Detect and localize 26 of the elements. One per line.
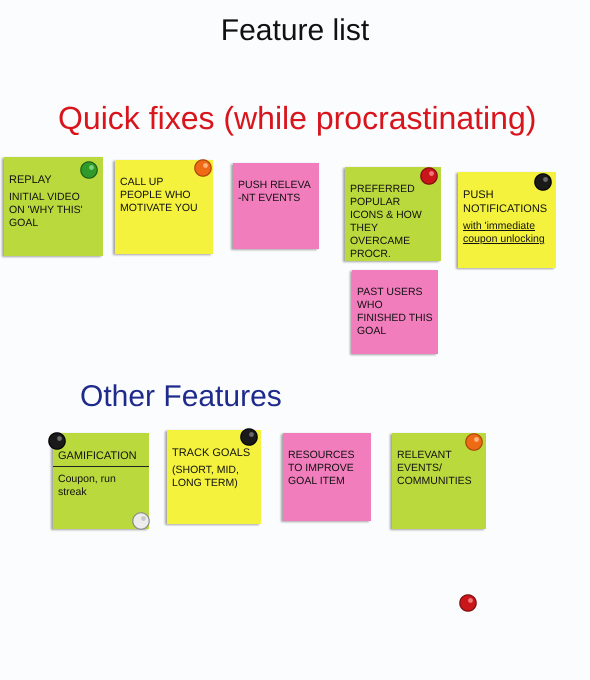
sticky-note: [167, 430, 261, 524]
note-text: RESOURCES TO IMPROVE GOAL ITEM: [288, 449, 356, 488]
note-text: Coupon, run streak: [58, 473, 117, 499]
note-heading: PUSH NOTIFICATIONS: [463, 188, 548, 216]
note-text: RELEVANT EVENTS/ COMMUNITIES: [397, 449, 473, 488]
note-heading: TRACK GOALS: [172, 446, 252, 460]
section-heading: Other Features: [80, 380, 282, 414]
note-text: PREFERRED POPULAR ICONS & HOW THEY OVERCAME PROCR.: [350, 183, 423, 261]
sticky-note: [345, 167, 441, 261]
sticky-note: [4, 157, 103, 256]
note-text: PUSH RELEVA -NT EVENTS: [238, 179, 312, 205]
sticky-note: [392, 433, 486, 529]
page-title: Feature list: [220, 14, 370, 48]
note-text: CALL UP PEOPLE WHO MOTIVATE YOU: [120, 176, 199, 215]
note-text: INITIAL VIDEO ON 'WHY THIS' GOAL: [9, 191, 84, 230]
section-heading: Quick fixes (while procrastinating): [58, 100, 536, 137]
sticky-note: [352, 270, 438, 354]
sticky-note: [458, 172, 556, 268]
note-text: (SHORT, MID, LONG TERM): [172, 464, 240, 490]
note-text: with 'immediate coupon unlocking: [463, 220, 546, 246]
sticky-note: [115, 160, 213, 254]
note-text: PAST USERS WHO FINISHED THIS GOAL: [357, 286, 433, 338]
sticky-note: [53, 433, 149, 529]
sticky-note: [233, 163, 319, 249]
note-heading: REPLAY: [9, 173, 53, 187]
sticky-note: [283, 433, 371, 521]
